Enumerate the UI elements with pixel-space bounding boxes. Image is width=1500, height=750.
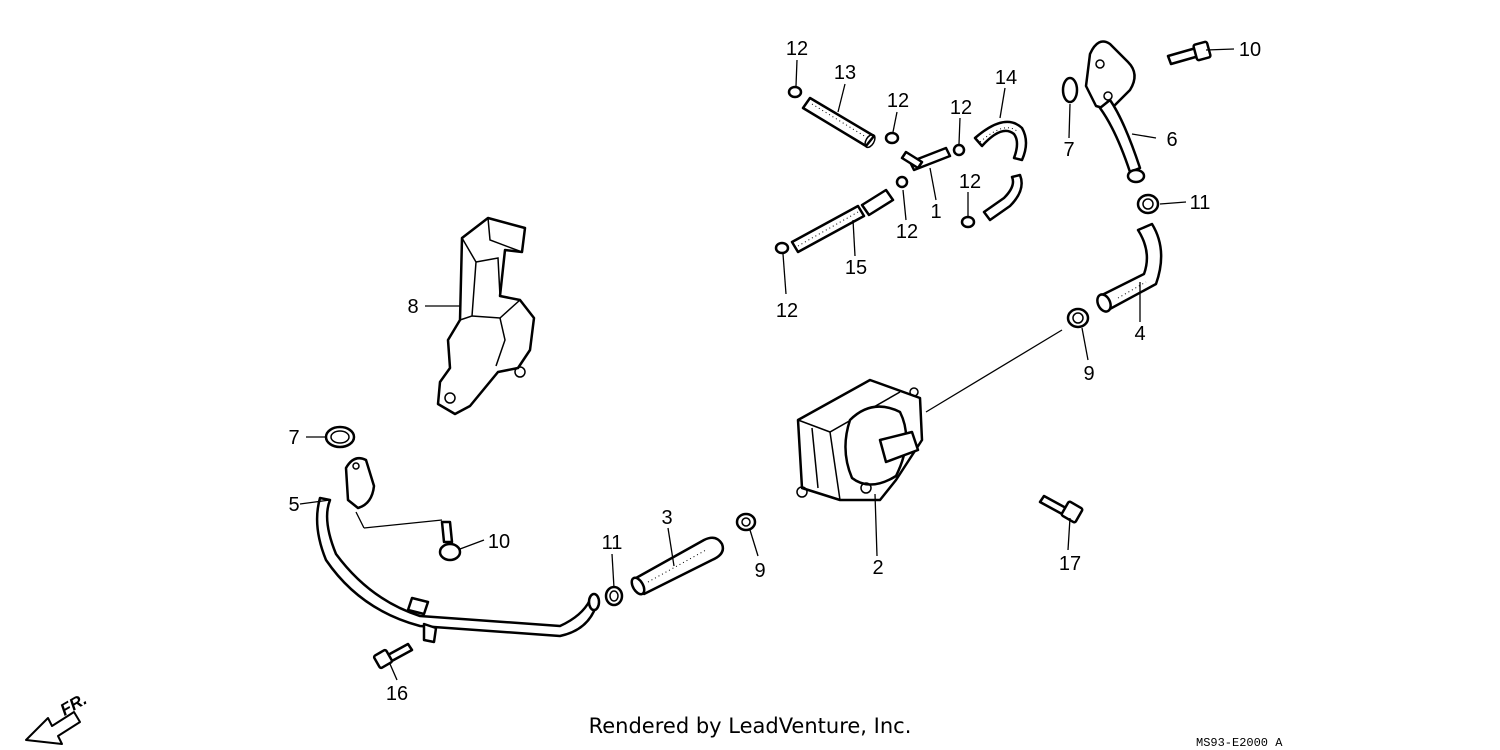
callout-17: 17 <box>1059 553 1081 575</box>
callout-5: 5 <box>288 494 299 516</box>
hose-part-3[interactable] <box>629 536 725 597</box>
diagram-code: MS93-E2000 A <box>1196 736 1283 750</box>
callout-8: 8 <box>407 296 418 318</box>
clamp-part-11-upper[interactable] <box>1136 193 1160 215</box>
callout-numbers: 12 13 12 12 14 7 10 6 11 12 12 1 15 12 8… <box>288 38 1261 705</box>
clip-part-12-f[interactable] <box>774 241 790 255</box>
clip-part-12-c[interactable] <box>952 143 966 157</box>
clamp-part-9-upper[interactable] <box>1066 307 1090 329</box>
pipe-part-5[interactable] <box>315 457 601 644</box>
callout-4: 4 <box>1134 323 1145 345</box>
clip-part-12-a[interactable] <box>787 85 803 99</box>
callout-16: 16 <box>386 683 408 705</box>
hose-part-14[interactable] <box>973 120 1028 222</box>
callout-10a: 10 <box>1239 39 1261 61</box>
clamp-part-11-lower[interactable] <box>604 585 624 607</box>
callout-13: 13 <box>834 62 856 84</box>
bracket-part-8[interactable] <box>436 216 536 416</box>
front-arrow-icon <box>25 711 81 745</box>
bolt-part-10-upper[interactable] <box>1166 40 1212 66</box>
valve-part-2[interactable] <box>796 378 924 502</box>
callout-9a: 9 <box>1083 363 1094 385</box>
callout-10b: 10 <box>488 531 510 553</box>
hose-part-15[interactable] <box>790 188 895 254</box>
callout-11a: 11 <box>1190 192 1211 214</box>
clip-part-12-e[interactable] <box>895 175 909 189</box>
callout-12f: 12 <box>776 300 798 322</box>
callout-9b: 9 <box>754 560 765 582</box>
callout-2: 2 <box>872 557 883 579</box>
pipe-part-6[interactable] <box>1084 40 1146 184</box>
callout-1: 1 <box>930 201 941 223</box>
callout-12b: 12 <box>887 90 909 112</box>
bolt-part-16[interactable] <box>372 642 414 670</box>
clamp-part-9-lower[interactable] <box>735 512 757 532</box>
bolt-part-10-lower[interactable] <box>438 520 462 562</box>
pipe-part-1[interactable] <box>900 146 952 172</box>
callout-12c: 12 <box>950 97 972 119</box>
o-ring-part-7-lower[interactable] <box>324 425 356 449</box>
hose-part-4[interactable] <box>1095 222 1163 314</box>
bolt-part-17[interactable] <box>1038 494 1084 524</box>
clip-part-12-d[interactable] <box>960 215 976 229</box>
hose-part-13[interactable] <box>801 96 877 149</box>
callout-14: 14 <box>995 67 1017 89</box>
callout-12e: 12 <box>896 221 918 243</box>
callout-11b: 11 <box>602 532 623 554</box>
callout-6: 6 <box>1166 129 1177 151</box>
callout-7a: 7 <box>1063 139 1074 161</box>
callout-15: 15 <box>845 257 867 279</box>
callout-3: 3 <box>661 507 672 529</box>
callout-7b: 7 <box>288 427 299 449</box>
callout-12d: 12 <box>959 171 981 193</box>
clip-part-12-b[interactable] <box>884 131 900 145</box>
leader-lines <box>299 48 1235 681</box>
o-ring-part-7-upper[interactable] <box>1061 76 1079 104</box>
render-credit: Rendered by LeadVenture, Inc. <box>588 714 912 738</box>
callout-12a: 12 <box>786 38 808 60</box>
